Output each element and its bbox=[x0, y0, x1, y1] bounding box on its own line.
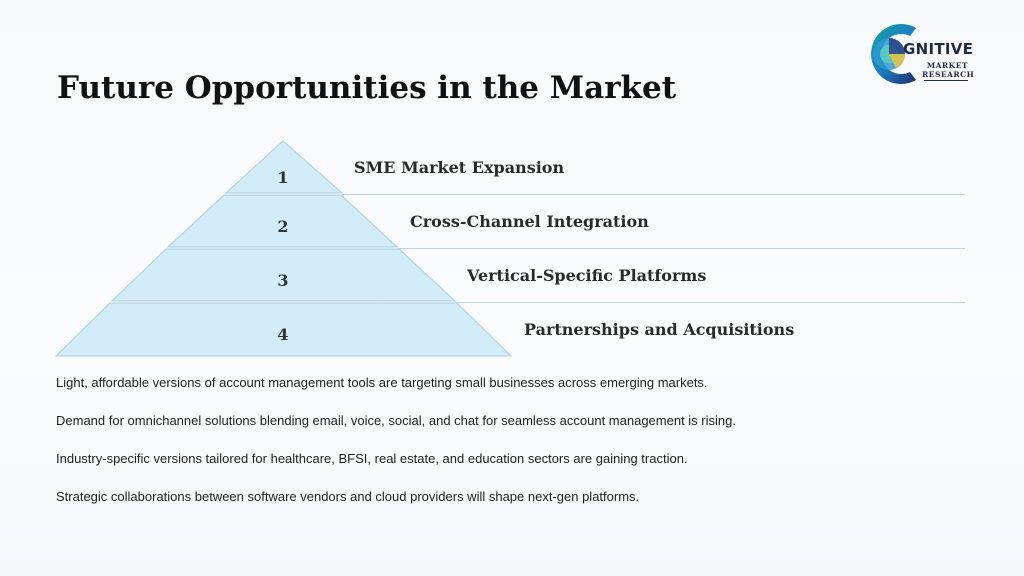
pyramid-tier-2 bbox=[166, 194, 399, 248]
tier-label-3: Vertical-Specific Platforms bbox=[467, 266, 707, 285]
tier-divider-2 bbox=[397, 248, 965, 249]
tier-label-2: Cross-Channel Integration bbox=[410, 212, 649, 231]
description-1: Light, affordable versions of account ma… bbox=[56, 375, 708, 390]
logo-subtitle-line1: MARKET bbox=[926, 61, 968, 70]
logo-subtitle-line2: RESEARCH bbox=[922, 70, 975, 79]
pyramid-tier-1 bbox=[224, 140, 344, 194]
tier-label-4: Partnerships and Acquisitions bbox=[524, 320, 795, 339]
pyramid-tier-4 bbox=[54, 302, 513, 357]
pyramid-tier-3 bbox=[110, 248, 457, 302]
tier-number-3: 3 bbox=[277, 271, 289, 290]
page-title: Future Opportunities in the Market bbox=[57, 70, 677, 106]
cognitive-market-research-logo: GNITIVE MARKET RESEARCH bbox=[858, 18, 975, 90]
tier-divider-3 bbox=[455, 302, 965, 303]
description-4: Strategic collaborations between softwar… bbox=[56, 489, 640, 504]
tier-divider-1 bbox=[342, 194, 965, 195]
description-2: Demand for omnichannel solutions blendin… bbox=[56, 413, 736, 428]
tier-label-1: SME Market Expansion bbox=[354, 158, 565, 177]
logo-underline bbox=[924, 80, 968, 81]
tier-number-1: 1 bbox=[277, 168, 289, 187]
logo-wordmark: GNITIVE bbox=[903, 40, 974, 58]
logo-subtitle: MARKET RESEARCH bbox=[922, 61, 975, 79]
tier-number-4: 4 bbox=[277, 325, 289, 344]
tier-number-2: 2 bbox=[277, 217, 289, 236]
logo-mark-icon bbox=[871, 24, 916, 84]
description-3: Industry-specific versions tailored for … bbox=[56, 451, 688, 466]
